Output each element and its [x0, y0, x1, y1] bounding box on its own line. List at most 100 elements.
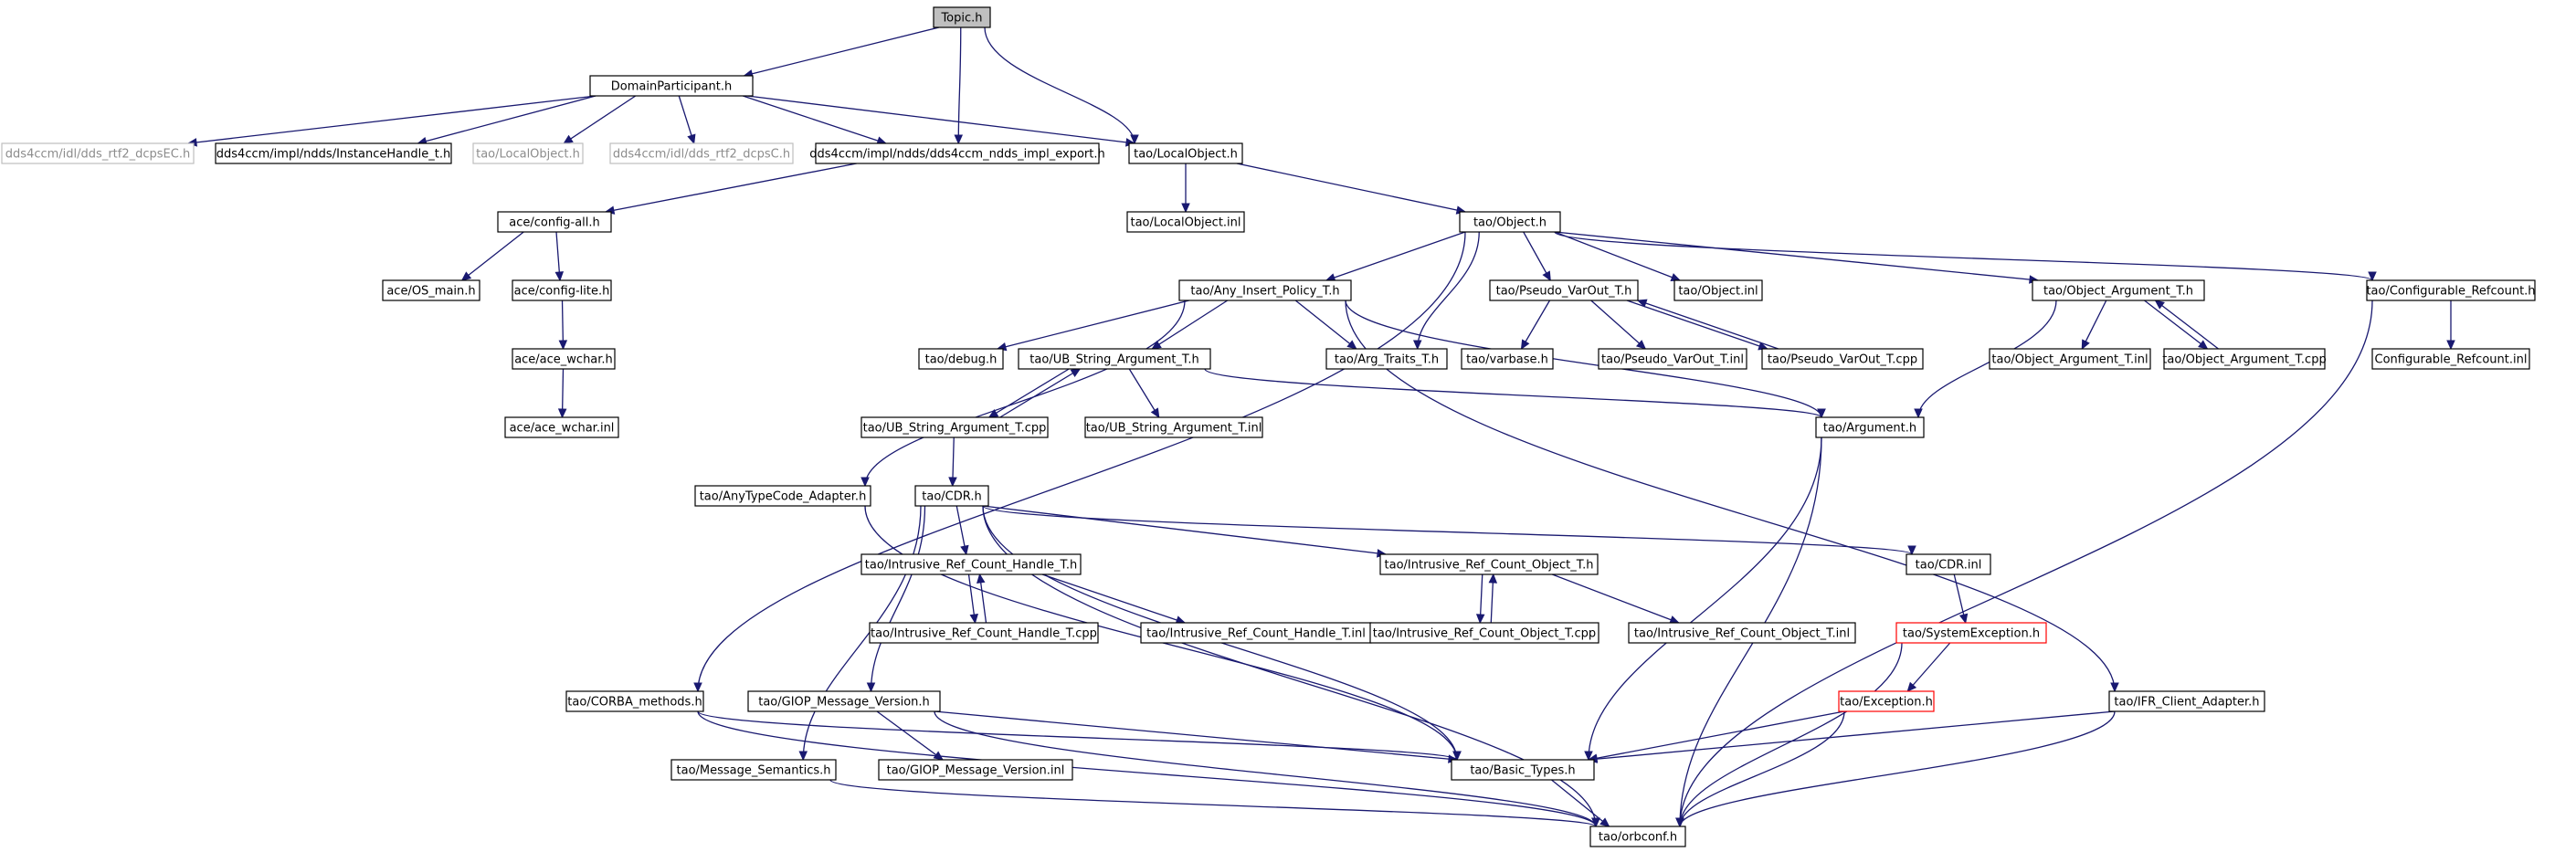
node-box[interactable]: [1451, 759, 1595, 781]
node-aip[interactable]: tao/Any_Insert_Policy_T.h: [1178, 279, 1352, 301]
node-lo_gray[interactable]: tao/LocalObject.h: [472, 142, 584, 164]
node-pvocpp[interactable]: tao/Pseudo_VarOut_T.cpp: [1761, 348, 1924, 370]
node-box[interactable]: [497, 211, 612, 233]
node-cfglite[interactable]: ace/config-lite.h: [512, 279, 612, 301]
node-box[interactable]: [1459, 211, 1561, 233]
node-varbase[interactable]: tao/varbase.h: [1461, 348, 1554, 370]
node-corbam[interactable]: tao/CORBA_methods.h: [565, 690, 704, 712]
node-orbconf[interactable]: tao/orbconf.h: [1589, 826, 1686, 847]
node-box[interactable]: [860, 416, 1049, 438]
node-dcpsEC[interactable]: dds4ccm/idl/dds_rtf2_dcpsEC.h: [1, 142, 195, 164]
node-box[interactable]: [1906, 553, 1991, 575]
node-arg[interactable]: tao/Argument.h: [1815, 416, 1925, 438]
node-msgsem[interactable]: tao/Message_Semantics.h: [670, 759, 837, 781]
node-irco[interactable]: tao/Intrusive_Ref_Count_Object_T.h: [1379, 553, 1599, 575]
node-box[interactable]: [1178, 279, 1352, 301]
node-loinl[interactable]: tao/LocalObject.inl: [1126, 211, 1245, 233]
node-oatinl[interactable]: tao/Object_Argument_T.inl: [1989, 348, 2151, 370]
node-oatcpp[interactable]: tao/Object_Argument_T.cpp: [2162, 348, 2327, 370]
node-box[interactable]: [694, 485, 871, 507]
node-ircocpp[interactable]: tao/Intrusive_Ref_Count_Object_T.cpp: [1369, 622, 1599, 644]
node-osmain[interactable]: ace/OS_main.h: [382, 279, 480, 301]
node-argtr[interactable]: tao/Arg_Traits_T.h: [1325, 348, 1448, 370]
node-box[interactable]: [1628, 622, 1856, 644]
node-box[interactable]: [2371, 348, 2530, 370]
node-oat[interactable]: tao/Object_Argument_T.h: [2032, 279, 2205, 301]
node-box[interactable]: [512, 279, 612, 301]
node-cdrinl[interactable]: tao/CDR.inl: [1906, 553, 1991, 575]
node-box[interactable]: [1126, 211, 1245, 233]
node-box[interactable]: [565, 690, 704, 712]
node-pvo[interactable]: tao/Pseudo_VarOut_T.h: [1489, 279, 1639, 301]
node-box[interactable]: [472, 142, 584, 164]
node-export[interactable]: dds4ccm/impl/ndds/dds4ccm_ndds_impl_expo…: [809, 142, 1105, 164]
node-wcharinl[interactable]: ace/ace_wchar.inl: [504, 416, 619, 438]
node-box[interactable]: [1761, 348, 1924, 370]
node-box[interactable]: [1895, 622, 2047, 644]
node-box[interactable]: [1838, 690, 1935, 712]
node-label: tao/Object_Argument_T.inl: [1991, 353, 2148, 367]
node-cdr[interactable]: tao/CDR.h: [914, 485, 989, 507]
node-debug[interactable]: tao/debug.h: [918, 348, 1004, 370]
node-pvoinl[interactable]: tao/Pseudo_VarOut_T.inl: [1598, 348, 1747, 370]
node-irchinl[interactable]: tao/Intrusive_Ref_Count_Handle_T.inl: [1140, 622, 1372, 644]
node-box[interactable]: [2163, 348, 2326, 370]
node-box[interactable]: [1598, 348, 1747, 370]
node-sysexc[interactable]: tao/SystemException.h: [1895, 622, 2047, 644]
node-irchcpp[interactable]: tao/Intrusive_Ref_Count_Handle_T.cpp: [869, 622, 1099, 644]
node-box[interactable]: [1673, 279, 1763, 301]
node-box[interactable]: [747, 690, 941, 712]
node-irch[interactable]: tao/Intrusive_Ref_Count_Handle_T.h: [860, 553, 1082, 575]
node-ifr[interactable]: tao/IFR_Client_Adapter.h: [2108, 690, 2265, 712]
node-irocinl[interactable]: tao/Intrusive_Ref_Count_Object_T.inl: [1628, 622, 1856, 644]
node-lo[interactable]: tao/LocalObject.h: [1128, 142, 1243, 164]
node-box[interactable]: [512, 348, 616, 370]
node-ubs[interactable]: tao/UB_String_Argument_T.h: [1018, 348, 1211, 370]
node-box[interactable]: [914, 485, 989, 507]
node-cfgall[interactable]: ace/config-all.h: [497, 211, 612, 233]
node-box[interactable]: [2366, 279, 2536, 301]
node-box[interactable]: [382, 279, 480, 301]
node-box[interactable]: [815, 142, 1100, 164]
node-box[interactable]: [869, 622, 1099, 644]
node-dp[interactable]: DomainParticipant.h: [589, 75, 754, 97]
node-box[interactable]: [609, 142, 794, 164]
node-box[interactable]: [504, 416, 619, 438]
node-topic[interactable]: Topic.h: [933, 6, 991, 28]
node-exc[interactable]: tao/Exception.h: [1838, 690, 1935, 712]
node-objinl[interactable]: tao/Object.inl: [1673, 279, 1763, 301]
node-box[interactable]: [1461, 348, 1554, 370]
node-box[interactable]: [1379, 553, 1599, 575]
node-box[interactable]: [215, 142, 452, 164]
node-box[interactable]: [2108, 690, 2265, 712]
node-box[interactable]: [1369, 622, 1599, 644]
node-crefinl[interactable]: Configurable_Refcount.inl: [2371, 348, 2530, 370]
node-dcpsC[interactable]: dds4ccm/idl/dds_rtf2_dcpsC.h: [609, 142, 794, 164]
node-basic[interactable]: tao/Basic_Types.h: [1451, 759, 1595, 781]
node-box[interactable]: [860, 553, 1082, 575]
node-box[interactable]: [1489, 279, 1639, 301]
node-box[interactable]: [1, 142, 195, 164]
node-box[interactable]: [933, 6, 991, 28]
node-box[interactable]: [878, 759, 1073, 781]
node-box[interactable]: [1084, 416, 1263, 438]
node-cref[interactable]: tao/Configurable_Refcount.h: [2366, 279, 2536, 301]
node-box[interactable]: [1589, 826, 1686, 847]
node-box[interactable]: [589, 75, 754, 97]
node-box[interactable]: [670, 759, 837, 781]
node-giop[interactable]: tao/GIOP_Message_Version.h: [747, 690, 941, 712]
node-box[interactable]: [1815, 416, 1925, 438]
node-box[interactable]: [1128, 142, 1243, 164]
node-ih[interactable]: dds4ccm/impl/ndds/InstanceHandle_t.h: [215, 142, 452, 164]
node-box[interactable]: [918, 348, 1004, 370]
node-wchar[interactable]: ace/ace_wchar.h: [512, 348, 616, 370]
node-box[interactable]: [1989, 348, 2151, 370]
node-atca[interactable]: tao/AnyTypeCode_Adapter.h: [694, 485, 871, 507]
node-box[interactable]: [2032, 279, 2205, 301]
node-ubsinl[interactable]: tao/UB_String_Argument_T.inl: [1084, 416, 1263, 438]
node-ubscpp[interactable]: tao/UB_String_Argument_T.cpp: [860, 416, 1049, 438]
node-box[interactable]: [1018, 348, 1211, 370]
node-giopinl[interactable]: tao/GIOP_Message_Version.inl: [878, 759, 1073, 781]
node-box[interactable]: [1325, 348, 1448, 370]
node-obj[interactable]: tao/Object.h: [1459, 211, 1561, 233]
